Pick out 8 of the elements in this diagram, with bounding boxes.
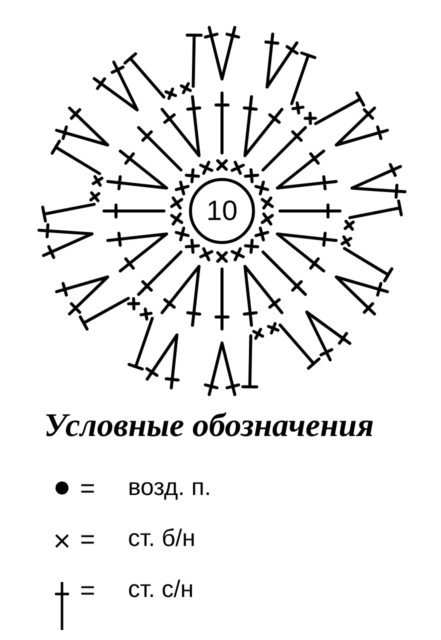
legend-text: возд. п. xyxy=(128,474,212,502)
equals-sign: = xyxy=(80,474,96,502)
round-number: 10 xyxy=(206,197,238,225)
legend-heading: Условные обозначения xyxy=(44,410,374,443)
equals-sign: = xyxy=(80,576,96,604)
legend-text: ст. б/н xyxy=(128,525,196,553)
legend-text: ст. с/н xyxy=(128,576,194,604)
equals-sign: = xyxy=(80,525,96,553)
